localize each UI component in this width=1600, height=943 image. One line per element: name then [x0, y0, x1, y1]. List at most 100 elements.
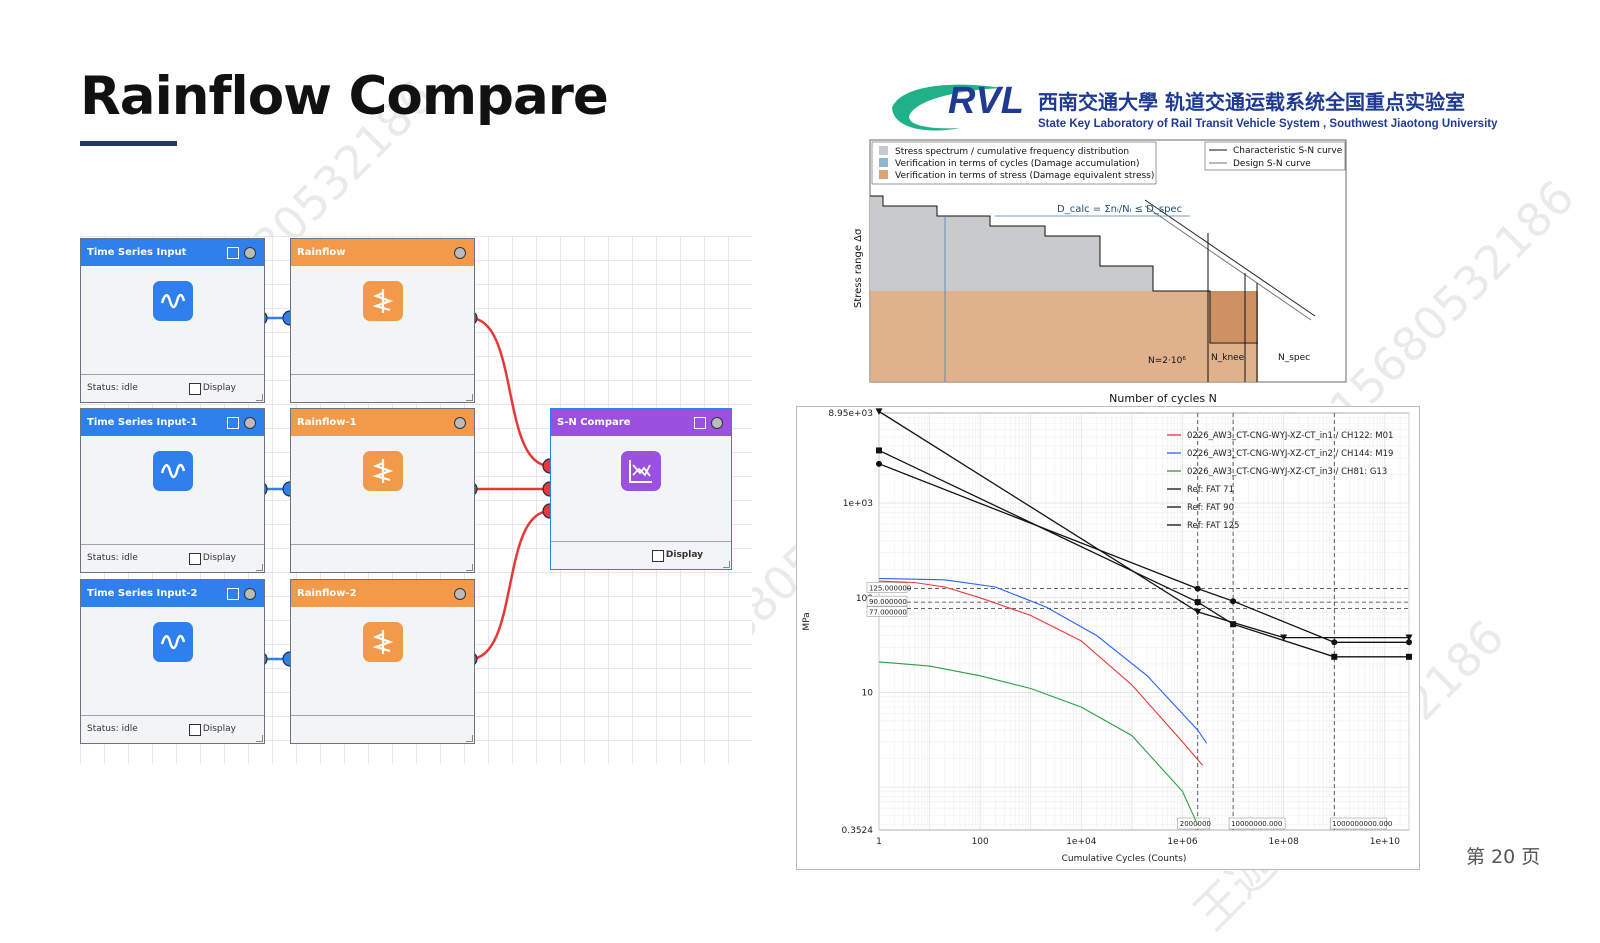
node-status-dot — [244, 417, 256, 429]
node-status-dot — [454, 417, 466, 429]
legend-label: 0226_AW3_CT-CNG-WYJ-XZ-CT_in1 / CH122: M… — [1187, 431, 1393, 441]
node-time-series-input-1[interactable]: Time Series Input-1 Status: idle Display — [80, 408, 265, 573]
waveform-icon — [152, 281, 193, 321]
series-marker — [1194, 608, 1202, 616]
display-checkbox[interactable]: Display — [188, 383, 236, 395]
node-editor-canvas[interactable]: Time Series Input Status: idle Display T… — [80, 236, 752, 764]
node-checkbox[interactable] — [694, 417, 706, 429]
resize-handle[interactable] — [256, 394, 263, 401]
series-marker — [876, 460, 882, 467]
node-title: S-N Compare — [557, 417, 631, 428]
series-marker — [1406, 639, 1412, 646]
damage-sum-label: D_calc = Σnᵢ/Nᵢ ≤ D_spec — [1057, 204, 1182, 215]
resize-handle[interactable] — [466, 564, 473, 571]
legend-text: Verification in terms of stress (Damage … — [895, 171, 1154, 181]
node-header[interactable]: S-N Compare — [551, 409, 731, 436]
series-line — [878, 577, 1208, 744]
legend-text: Design S-N curve — [1233, 159, 1311, 169]
node-title: Time Series Input-2 — [87, 588, 198, 599]
x-tick-label: 100 — [972, 837, 989, 847]
legend-label: Ref: FAT 125 — [1187, 521, 1239, 531]
series-line — [878, 580, 1204, 766]
node-header[interactable]: Time Series Input-1 — [81, 409, 264, 436]
x-tick-label: 1e+08 — [1269, 837, 1300, 847]
node-rainflow-2[interactable]: Rainflow-2 — [290, 579, 475, 744]
node-checkbox[interactable] — [227, 417, 239, 429]
resize-handle[interactable] — [466, 735, 473, 742]
legend-label: 0226_AW3_CT-CNG-WYJ-XZ-CT_in2 / CH144: M… — [1187, 449, 1393, 459]
design-sn-curve — [1144, 205, 1312, 321]
rainflow-icon — [362, 622, 403, 662]
y-axis-label: Stress range Δσ — [853, 228, 864, 308]
x-axis-label: Cumulative Cycles (Counts) — [1062, 854, 1187, 864]
chart-compare-icon — [621, 451, 661, 491]
node-status-text: Status: idle — [87, 553, 138, 563]
logo-english-name: State Key Laboratory of Rail Transit Veh… — [1038, 118, 1498, 130]
rvl-logo — [892, 84, 1002, 131]
wire-rf2-sn — [469, 509, 551, 661]
display-checkbox[interactable]: Display — [188, 553, 236, 565]
node-header[interactable]: Rainflow-2 — [291, 580, 474, 607]
resize-handle[interactable] — [256, 735, 263, 742]
page-number: 第 20 页 — [1466, 846, 1541, 868]
legend-swatch-blue — [879, 158, 888, 167]
reference-label-box — [1330, 817, 1387, 830]
node-status-dot — [244, 247, 256, 259]
node-header[interactable]: Rainflow-1 — [291, 409, 474, 436]
series-marker — [1280, 634, 1288, 642]
resize-handle[interactable] — [466, 394, 473, 401]
node-header[interactable]: Time Series Input — [81, 239, 264, 266]
node-status-text: Status: idle — [87, 383, 138, 393]
series-line — [878, 410, 1409, 639]
stress-spectrum-area — [870, 196, 1210, 291]
node-header[interactable]: Rainflow — [291, 239, 474, 266]
logo-chinese-name: 西南交通大學 轨道交通运载系统全国重点实验室 — [1038, 90, 1465, 114]
legend-swatch-orange — [879, 170, 888, 179]
page-title: Rainflow Compare — [80, 66, 609, 127]
display-checkbox[interactable]: Display — [188, 724, 236, 736]
x-tick-label: 1e+10 — [1370, 837, 1401, 847]
plot-area — [878, 412, 1410, 831]
series-line — [878, 661, 1199, 826]
node-checkbox[interactable] — [227, 247, 239, 259]
reference-label: 77.000000 — [869, 609, 907, 617]
series-marker — [1194, 599, 1201, 606]
node-header[interactable]: Time Series Input-2 — [81, 580, 264, 607]
resize-handle[interactable] — [723, 561, 730, 568]
equivalent-stress-area — [870, 291, 1258, 382]
node-title: Rainflow — [297, 247, 346, 258]
node-time-series-input[interactable]: Time Series Input Status: idle Display — [80, 238, 265, 403]
wire-rf0-sn — [469, 316, 551, 468]
node-title: Time Series Input-1 — [87, 417, 198, 428]
legend-text: Stress spectrum / cumulative frequency d… — [895, 147, 1129, 157]
node-checkbox[interactable] — [227, 588, 239, 600]
node-title: Rainflow-2 — [297, 588, 357, 599]
resize-handle[interactable] — [256, 564, 263, 571]
reference-label-box — [1228, 817, 1286, 830]
legend-label: Ref: FAT 90 — [1187, 503, 1234, 513]
reference-label-box — [866, 595, 908, 607]
display-checkbox[interactable]: Display — [651, 550, 703, 562]
n-label: N_knee — [1211, 353, 1245, 363]
node-title: Rainflow-1 — [297, 417, 357, 428]
node-status-dot — [454, 588, 466, 600]
rainflow-icon — [362, 451, 403, 491]
node-rainflow[interactable]: Rainflow — [290, 238, 475, 403]
node-rainflow-1[interactable]: Rainflow-1 — [290, 408, 475, 573]
legend-label: 0226_AW3_CT-CNG-WYJ-XZ-CT_in3 / CH81: G1… — [1187, 467, 1387, 477]
legend-text: Verification in terms of cycles (Damage … — [895, 159, 1139, 169]
node-time-series-input-2[interactable]: Time Series Input-2 Status: idle Display — [80, 579, 265, 744]
legend-label: Ref: FAT 71 — [1187, 485, 1234, 495]
node-title: Time Series Input — [87, 247, 187, 258]
y-axis-label: MPa — [802, 612, 812, 630]
y-tick-label: 8.95e+03 — [828, 409, 873, 419]
reference-label-box — [866, 582, 908, 593]
series-marker — [875, 408, 883, 415]
series-marker — [1194, 585, 1201, 592]
reference-label: 2000000 — [1180, 820, 1211, 828]
node-sn-compare[interactable]: S-N Compare Display — [550, 408, 732, 570]
node-status-dot — [711, 417, 723, 429]
series-marker — [1406, 653, 1412, 660]
